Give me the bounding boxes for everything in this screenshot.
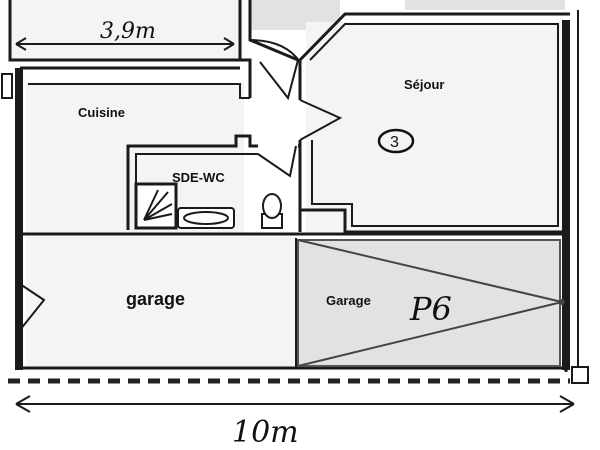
- garage-left-fill: [26, 237, 296, 367]
- door-arc-top: [249, 39, 301, 63]
- garage-right-fill: [298, 240, 560, 367]
- triangle-apex-dot: [559, 299, 565, 305]
- left-wall-thickness: [15, 68, 23, 370]
- shower-lines: [143, 189, 173, 221]
- toilet-bowl: [262, 193, 282, 219]
- sejour-top-wall: [298, 12, 570, 62]
- left-edge-notch: [1, 73, 13, 99]
- room-label-cuisine: Cuisine: [78, 105, 125, 120]
- room-label-garage-right: Garage: [326, 293, 371, 308]
- circled-number: 3: [390, 134, 399, 151]
- top-dimension-label: 3,9m: [100, 19, 156, 44]
- room-label-sde-wc: SDE-WC: [172, 170, 225, 185]
- upper-left-area-fill: [10, 0, 240, 60]
- room-label-garage-left: garage: [126, 289, 185, 309]
- boundary-post-right: [571, 366, 589, 384]
- top-room-wall: [8, 0, 242, 62]
- sejour-fill: [306, 22, 562, 232]
- room-label-sejour: Séjour: [404, 77, 444, 92]
- cuisine-inner-wall: [28, 83, 250, 99]
- right-wall-thickness: [562, 20, 570, 370]
- corridor-wall-left: [240, 58, 252, 98]
- sde-wc-door: [257, 145, 297, 178]
- bathtub-basin: [183, 211, 229, 225]
- garage-left-door: [19, 283, 46, 331]
- sde-wc-wall: [126, 134, 302, 232]
- sejour-door: [299, 99, 343, 141]
- top-right-hatch: [405, 0, 565, 10]
- parking-code: P6: [409, 290, 452, 328]
- door-arc-corridor: [259, 59, 299, 101]
- bottom-dimension-label: 10m: [232, 415, 299, 450]
- bottom-dimension-arrow: [15, 395, 575, 413]
- top-dimension-arrow: [15, 37, 235, 51]
- circled-number-marker: [377, 128, 415, 154]
- sejour-inner-wall: [309, 23, 559, 227]
